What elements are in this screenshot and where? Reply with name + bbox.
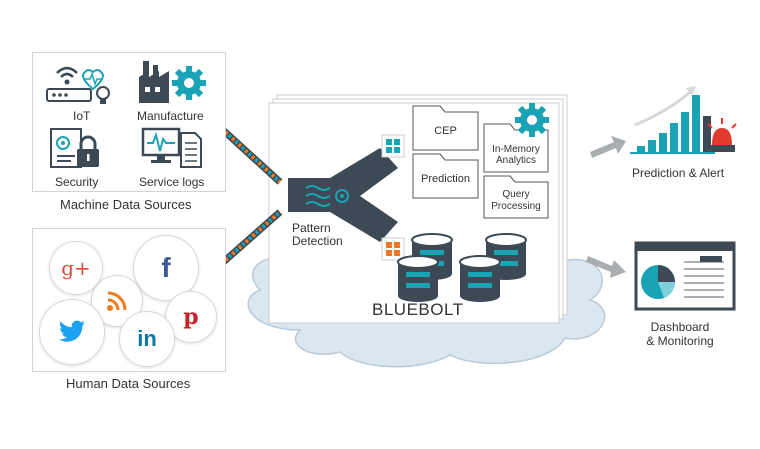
factory-gear-icon (139, 61, 206, 103)
iot-router-icon (46, 66, 110, 104)
pinterest-glyph: p (183, 304, 199, 330)
service-logs-label: Service logs (139, 175, 205, 189)
rss-glyph (107, 291, 127, 311)
manufacture-label: Manufacture (137, 109, 204, 123)
in-memory-label: In-Memory Analytics (492, 144, 540, 166)
machine-sources-title: Machine Data Sources (60, 197, 192, 212)
machine-sources-card: IoT Manufacture (32, 52, 226, 192)
linkedin-glyph: in (137, 326, 157, 351)
human-sources-title: Human Data Sources (66, 376, 191, 391)
service-log-monitor-icon (141, 127, 202, 168)
bluebolt-title: BLUEBOLT (372, 300, 464, 319)
google-plus-icon: g+ (49, 241, 103, 295)
pattern-detection-label: Pattern Detection (292, 221, 343, 248)
output-arrow-prediction (590, 136, 626, 158)
prediction-label: Prediction (421, 173, 470, 185)
linkedin-icon: in (119, 311, 175, 367)
orange-grid-icon (381, 237, 405, 261)
google-plus-glyph: g+ (61, 256, 91, 280)
security-lock-icon (50, 128, 99, 168)
alert-siren-icon (707, 118, 737, 152)
twitter-icon (39, 299, 105, 365)
facebook-glyph: f (161, 252, 171, 283)
folder-cep (412, 105, 479, 151)
gear-icon (515, 103, 549, 137)
output-arrow-dashboard (586, 256, 626, 278)
query-processing-label: Query Processing (491, 189, 541, 212)
database-cluster (397, 233, 527, 302)
dashboard-monitor-icon (634, 241, 736, 311)
twitter-bird-glyph (58, 320, 85, 342)
pinterest-icon: p (165, 291, 217, 343)
folder-prediction (412, 153, 479, 199)
prediction-chart-icon (630, 86, 715, 154)
pattern-detection-chevron (288, 148, 398, 242)
facebook-icon: f (133, 235, 199, 301)
folder-query (483, 175, 549, 219)
cep-label: CEP (434, 125, 457, 137)
human-sources-card: g+ f p in (32, 228, 226, 372)
teal-grid-icon (381, 134, 405, 158)
prediction-alert-label: Prediction & Alert (632, 166, 725, 180)
security-label: Security (55, 175, 99, 189)
iot-label: IoT (73, 109, 91, 123)
dashboard-monitoring-label: Dashboard & Monitoring (646, 320, 714, 348)
